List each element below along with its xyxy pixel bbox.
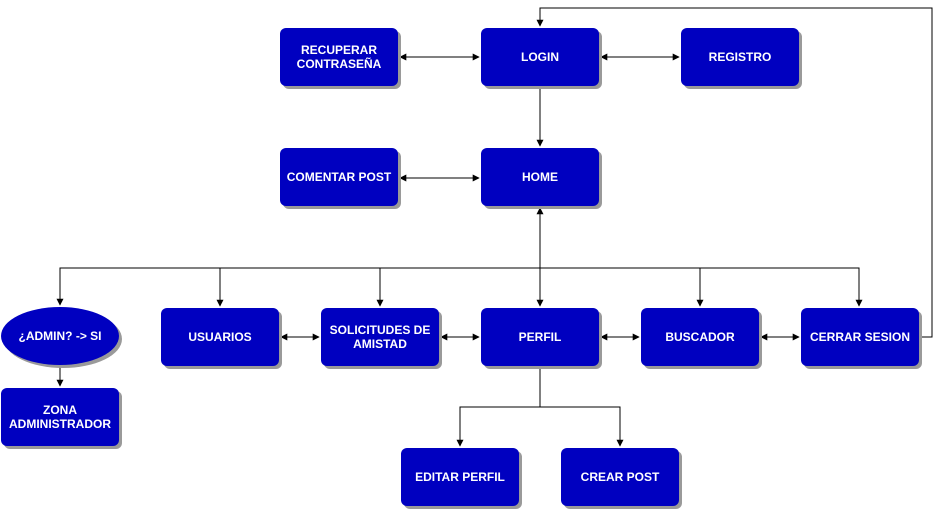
node-home: HOME: [481, 148, 602, 209]
edge-bus-cerrar: [540, 267, 863, 307]
node-editar: EDITAR PERFIL: [401, 448, 522, 509]
node-shape: [161, 308, 279, 366]
node-shape: [481, 28, 599, 86]
node-registro: REGISTRO: [681, 28, 802, 89]
node-shape: [641, 308, 759, 366]
node-label: REGISTRO: [709, 50, 772, 64]
node-shape: [681, 28, 799, 86]
node-label: CONTRASEÑA: [297, 56, 382, 71]
node-label: RECUPERAR: [301, 43, 377, 57]
node-shape: [801, 308, 919, 366]
node-label: BUSCADOR: [665, 330, 735, 344]
node-label: ¿ADMIN? -> SI: [19, 329, 102, 343]
node-label: SOLICITUDES DE: [330, 323, 431, 337]
edge-bus-admin: [56, 267, 540, 306]
node-shape: [1, 307, 119, 365]
edge-cerrar-login: [536, 7, 933, 338]
node-label: HOME: [522, 170, 558, 184]
node-crear: CREAR POST: [561, 448, 682, 509]
node-label: AMISTAD: [353, 337, 407, 351]
node-shape: [321, 308, 439, 366]
node-label: EDITAR PERFIL: [415, 470, 505, 484]
node-shape: [280, 148, 398, 206]
node-label: LOGIN: [521, 50, 559, 64]
node-usuarios: USUARIOS: [161, 308, 282, 369]
node-perfil: PERFIL: [481, 308, 602, 369]
node-label: COMENTAR POST: [287, 170, 392, 184]
node-label: ZONA: [43, 403, 77, 417]
node-comentar: COMENTAR POST: [280, 148, 401, 209]
node-shape: [481, 148, 599, 206]
edges-layer: [56, 7, 933, 447]
node-label: ADMINISTRADOR: [9, 417, 111, 431]
node-cerrar: CERRAR SESION: [801, 308, 922, 369]
node-buscador: BUSCADOR: [641, 308, 762, 369]
node-shape: [280, 28, 398, 86]
node-label: USUARIOS: [188, 330, 251, 344]
edge-perfil-editar: [456, 368, 541, 447]
node-shape: [1, 388, 119, 446]
node-label: PERFIL: [519, 330, 562, 344]
edge-perfil-crear: [540, 406, 624, 447]
node-admin: ¿ADMIN? -> SI: [1, 307, 122, 368]
node-label: CERRAR SESION: [810, 330, 910, 344]
node-login: LOGIN: [481, 28, 602, 89]
node-shape: [401, 448, 519, 506]
node-label: CREAR POST: [581, 470, 660, 484]
node-shape: [561, 448, 679, 506]
node-shape: [481, 308, 599, 366]
